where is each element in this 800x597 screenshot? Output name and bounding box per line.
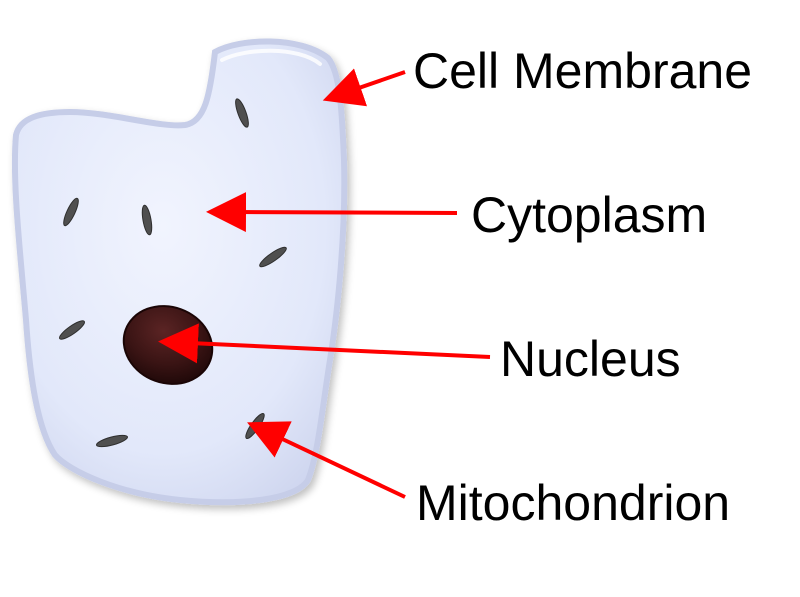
arrow-cytoplasm — [206, 192, 458, 233]
arrow-cell-membrane — [322, 68, 406, 107]
mitochondrion — [59, 320, 85, 340]
arrow-nucleus — [158, 323, 491, 364]
label-arrows — [158, 68, 491, 499]
label-nucleus: Nucleus — [500, 331, 681, 387]
mitochondrion — [235, 98, 249, 128]
mitochondrion — [63, 197, 79, 227]
cell-membrane-shape — [11, 38, 348, 506]
label-cell-membrane: Cell Membrane — [413, 43, 753, 99]
label-cytoplasm: Cytoplasm — [471, 187, 708, 243]
arrow-mitochondrion — [247, 421, 406, 499]
mitochondrion — [259, 246, 287, 268]
mitochondria-group — [59, 98, 287, 448]
mitochondrion — [141, 204, 153, 236]
label-mitochondrion: Mitochondrion — [416, 475, 731, 531]
cell-membrane-rim — [220, 48, 322, 66]
mitochondrion — [96, 434, 128, 448]
